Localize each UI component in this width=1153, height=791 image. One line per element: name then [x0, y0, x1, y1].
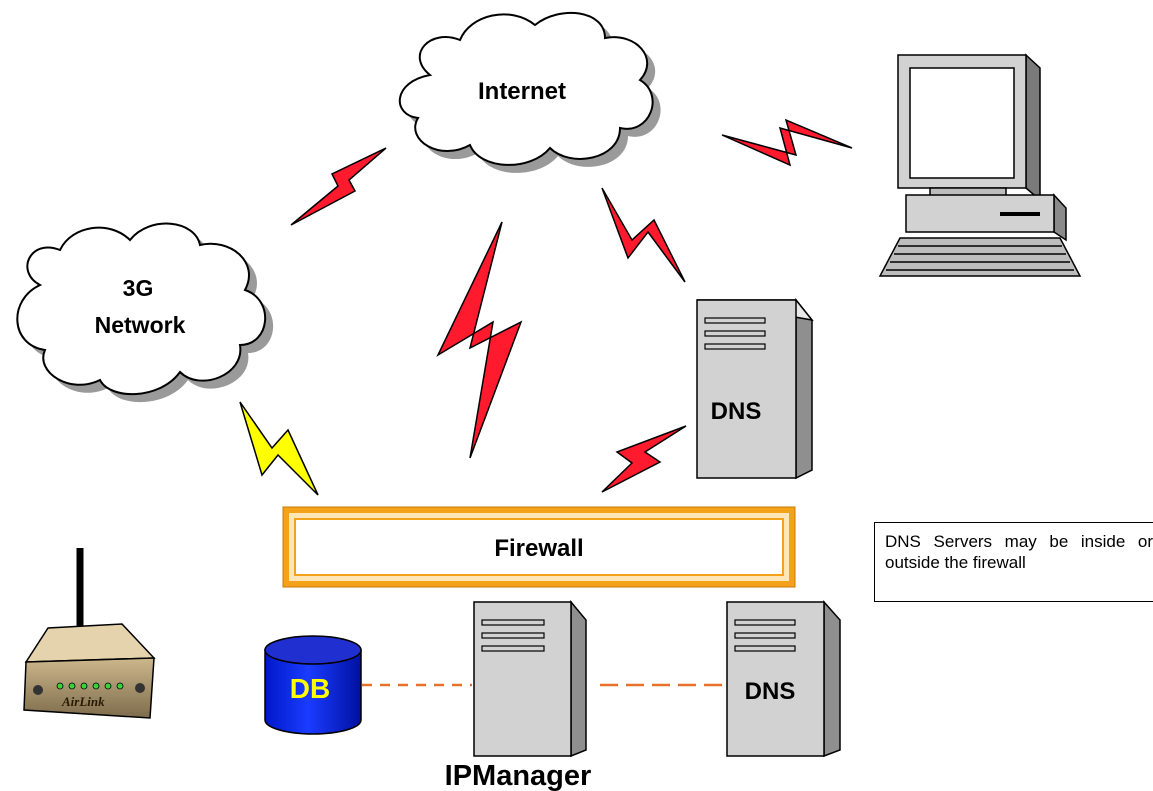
modem-icon: AirLink — [23, 548, 156, 719]
dns-note-text: DNS Servers may be inside or outside the… — [885, 532, 1153, 572]
lightning-internet-dns — [601, 187, 686, 283]
internet-cloud: Internet — [399, 12, 661, 173]
modem-brand-logo: AirLink — [61, 694, 105, 709]
lightning-3g-internet — [290, 147, 387, 226]
db-label: DB — [290, 673, 330, 704]
firewall-label: Firewall — [494, 535, 583, 562]
ipmanager-server: IPManager — [445, 599, 592, 791]
database-icon: DB — [264, 635, 362, 735]
lightning-internet-firewall — [436, 221, 523, 459]
dns-server-top: DNS — [696, 297, 814, 480]
network-label: Network — [95, 312, 186, 338]
computer-icon — [878, 53, 1082, 277]
dns-top-label: DNS — [711, 398, 762, 425]
dns-server-bottom: DNS — [726, 600, 841, 758]
lightning-internet-computer — [721, 118, 853, 167]
lightning-dns-firewall — [601, 425, 687, 493]
lightning-3g-firewall — [239, 401, 319, 496]
3g-network-cloud: 3G Network — [16, 222, 274, 403]
dns-note: DNS Servers may be inside or outside the… — [874, 522, 1153, 602]
3g-label: 3G — [123, 275, 154, 301]
dns-bottom-label: DNS — [745, 678, 796, 705]
internet-label: Internet — [478, 78, 566, 105]
firewall: Firewall — [282, 506, 796, 588]
ipmanager-label: IPManager — [445, 760, 592, 791]
